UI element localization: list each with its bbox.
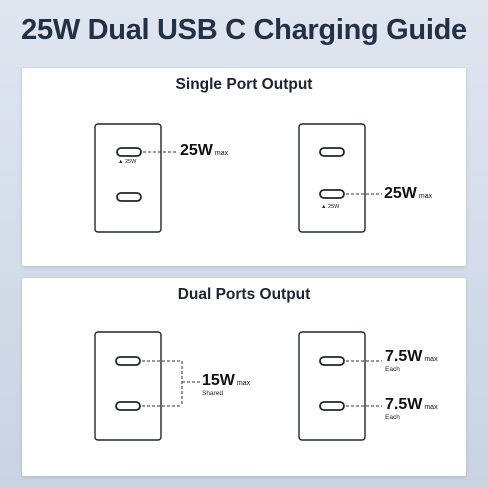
output-note: Each bbox=[385, 366, 400, 373]
charger-right bbox=[298, 331, 366, 441]
usb-c-port-top bbox=[116, 147, 142, 157]
output-value: 7.5W bbox=[385, 396, 423, 413]
usb-c-port-top bbox=[115, 356, 141, 366]
output-note: Each bbox=[385, 414, 400, 421]
charger-right bbox=[298, 123, 366, 233]
output-unit: max bbox=[236, 380, 251, 387]
port-rating-tag: ▲ 25W bbox=[118, 159, 137, 165]
charger-left bbox=[94, 331, 162, 441]
usb-c-port-top bbox=[319, 356, 345, 366]
usb-c-port-bottom bbox=[319, 401, 345, 411]
output-unit: max bbox=[424, 404, 438, 411]
shared-bracket bbox=[142, 360, 200, 407]
dual-ports-heading: Dual Ports Output bbox=[177, 286, 311, 303]
usb-c-port-bottom bbox=[319, 189, 345, 199]
output-value: 15W bbox=[202, 372, 235, 389]
port-rating-tag: ▲ 25W bbox=[321, 204, 340, 210]
single-port-diagram bbox=[94, 123, 382, 233]
page-title: 25W Dual USB C Charging Guide bbox=[21, 14, 467, 46]
charger-left bbox=[94, 123, 162, 233]
output-value: 7.5W bbox=[385, 348, 423, 365]
usb-c-port-top bbox=[319, 147, 345, 157]
dual-ports-diagram bbox=[94, 331, 382, 441]
usb-c-port-bottom bbox=[116, 192, 142, 202]
output-unit: max bbox=[214, 150, 229, 157]
output-unit: max bbox=[418, 193, 433, 200]
output-note: Shared bbox=[202, 390, 223, 397]
single-port-heading: Single Port Output bbox=[175, 76, 313, 93]
usb-c-port-bottom bbox=[115, 401, 141, 411]
output-value: 25W bbox=[384, 185, 417, 202]
output-unit: max bbox=[424, 356, 438, 363]
output-value: 25W bbox=[180, 142, 213, 159]
